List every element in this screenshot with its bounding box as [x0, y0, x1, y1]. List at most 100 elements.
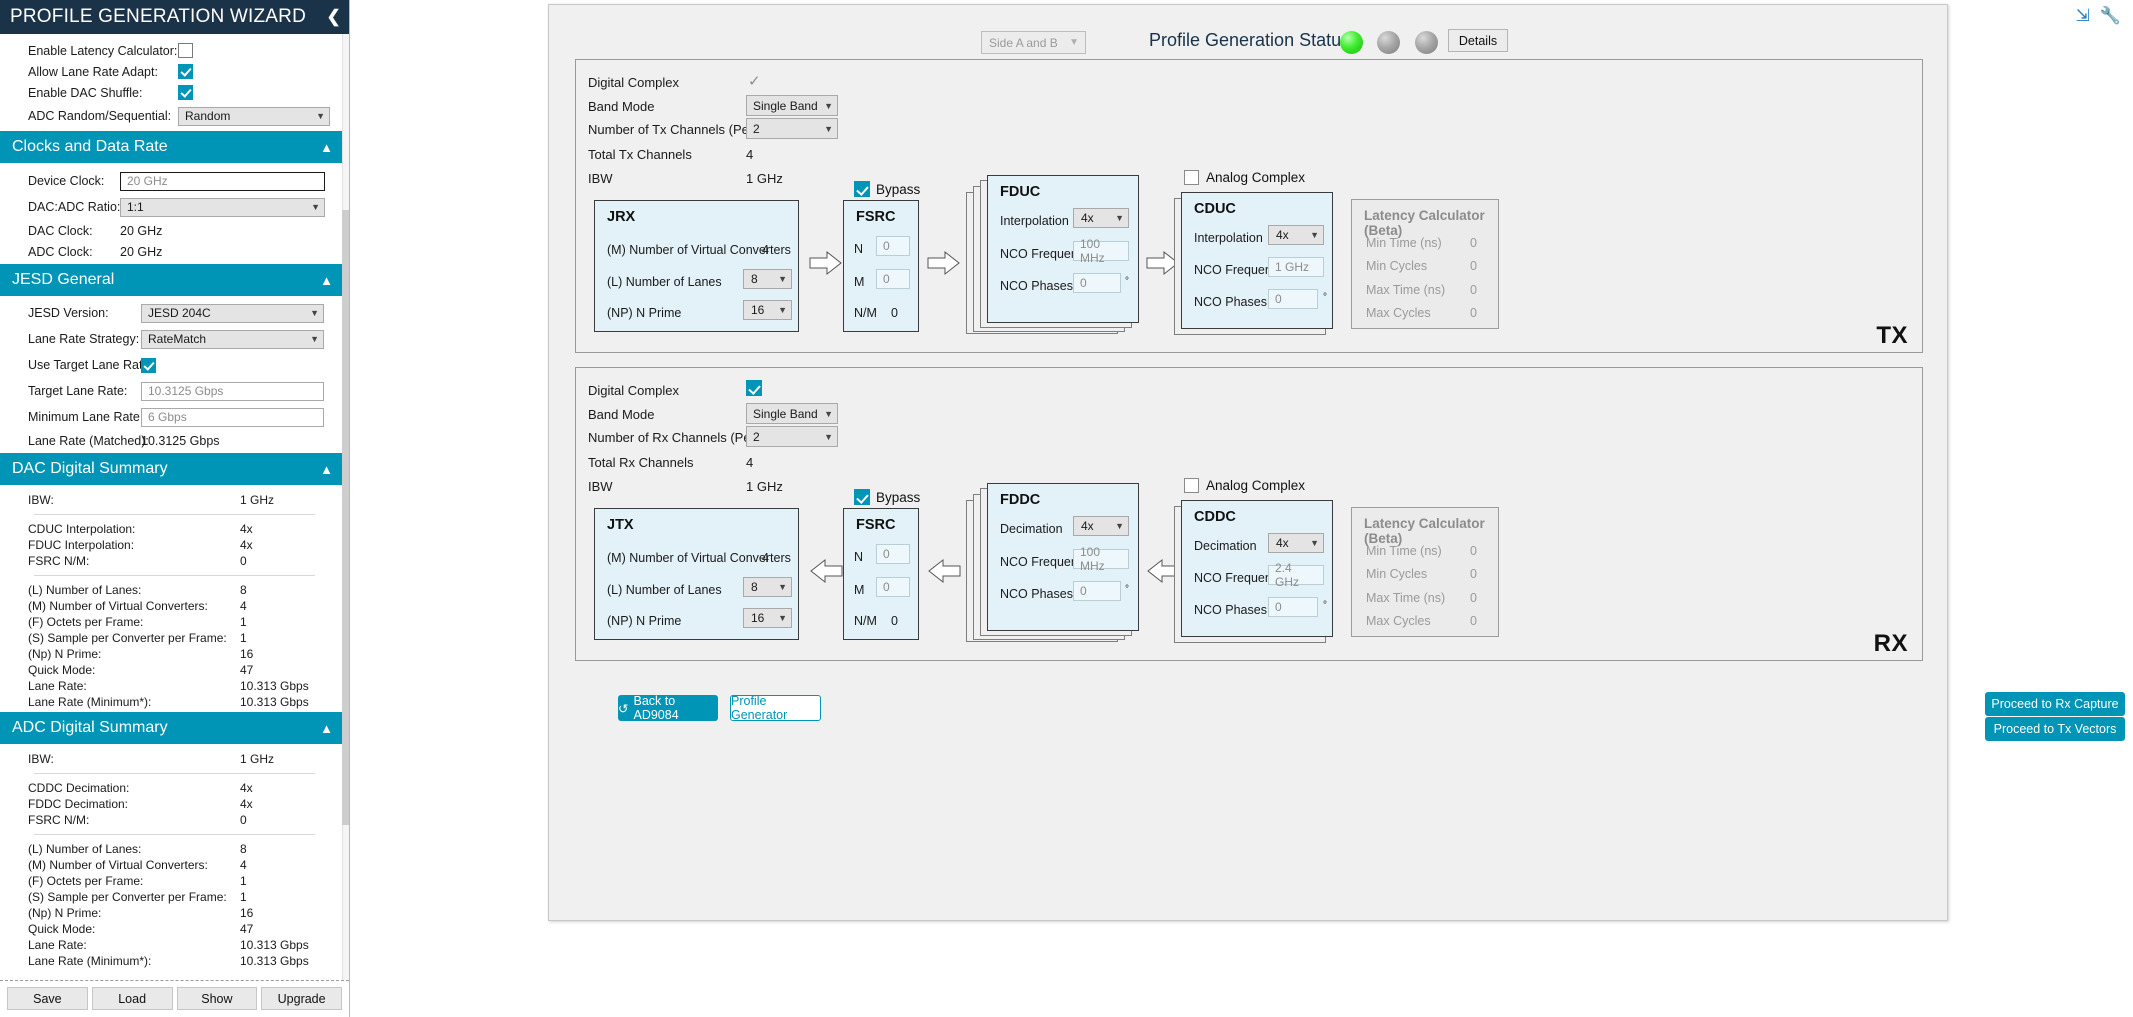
rx-analog-complex-toggle[interactable]: Analog Complex [1184, 478, 1305, 493]
rx-analog-complex-checkbox[interactable] [1184, 478, 1199, 493]
rx-digital-complex-label: Digital Complex [588, 383, 680, 398]
cduc-interpolation-select[interactable]: 4x ▼ [1268, 225, 1324, 245]
rx-digital-complex-checkbox[interactable] [746, 380, 762, 396]
enable-dac-shuffle-checkbox[interactable] [178, 85, 193, 100]
rx-analog-complex-label: Analog Complex [1206, 478, 1306, 493]
fddc-nco-freq-input[interactable]: 100 MHz [1073, 545, 1129, 573]
option-enable-dac-shuffle[interactable]: Enable DAC Shuffle: [0, 82, 349, 103]
row-label: Max Time (ns) [1366, 283, 1446, 297]
chevron-down-icon: ▼ [824, 123, 833, 134]
load-button[interactable]: Load [91, 987, 173, 1010]
scrollbar-thumb[interactable] [342, 210, 349, 825]
save-button[interactable]: Save [7, 987, 88, 1010]
option-allow-lane-rate-adapt[interactable]: Allow Lane Rate Adapt: [0, 61, 349, 82]
use-target-lane-rate-checkbox[interactable] [141, 357, 156, 373]
proceed-to-tx-vectors-button[interactable]: Proceed to Tx Vectors [1985, 717, 2125, 741]
lane-rate-strategy-label: Lane Rate Strategy: [28, 332, 140, 346]
jtx-l-select[interactable]: 8 ▼ [743, 577, 792, 597]
fduc-interpolation-select[interactable]: 4x ▼ [1073, 208, 1129, 228]
tx-num-channels-select[interactable]: 2 ▼ [746, 118, 838, 139]
row-value: 0 [1470, 259, 1477, 273]
tx-analog-complex-checkbox[interactable] [1184, 170, 1199, 185]
tx-bypass-checkbox[interactable] [854, 181, 870, 197]
field-dac-clock: DAC Clock: 20 GHz [0, 220, 349, 241]
section-title: Clocks and Data Rate [12, 138, 168, 155]
jtx-np-select[interactable]: 16 ▼ [743, 608, 792, 628]
status-led-tertiary [1415, 31, 1438, 54]
field-dac-adc-ratio[interactable]: DAC:ADC Ratio: 1:1 ▼ [0, 194, 349, 220]
option-enable-latency-calculator[interactable]: Enable Latency Calculator: [0, 40, 349, 61]
tx-bypass-toggle[interactable]: Bypass [854, 181, 920, 197]
cduc-nco-freq-input[interactable]: 1 GHz [1268, 257, 1324, 277]
rx-digital-complex-checkbox-wrap[interactable] [746, 380, 762, 401]
row-label: (M) Number of Virtual Converters: [28, 858, 208, 872]
section-jesd-general[interactable]: JESD General ▲ [0, 264, 349, 296]
section-clocks-and-data-rate[interactable]: Clocks and Data Rate ▲ [0, 131, 349, 163]
jtx-np-value: 16 [751, 611, 765, 625]
rx-fsrc-m-input[interactable]: 0 [876, 577, 910, 597]
row-value: 47 [240, 663, 254, 677]
divider [34, 834, 315, 835]
device-clock-input[interactable]: 20 GHz [120, 171, 325, 191]
tx-analog-complex-toggle[interactable]: Analog Complex [1184, 170, 1305, 185]
list-item: (Np) N Prime: 16 [0, 646, 349, 662]
cduc-nco-phase-input[interactable]: 0 [1268, 289, 1318, 309]
cddc-decimation-select[interactable]: 4x ▼ [1268, 533, 1324, 553]
section-dac-digital-summary[interactable]: DAC Digital Summary ▲ [0, 453, 349, 485]
fddc-nco-phase-input[interactable]: 0 [1073, 581, 1121, 601]
flow-arrow-right-icon [1146, 250, 1179, 276]
allow-lane-rate-adapt-checkbox[interactable] [178, 64, 193, 79]
corner-icon-group: ⇲ 🔧 [2076, 6, 2121, 26]
collapse-arrows-icon[interactable]: ⇲ [2075, 6, 2090, 25]
cddc-nco-phase-input[interactable]: 0 [1268, 597, 1318, 617]
row-label: (S) Sample per Converter per Frame: [28, 631, 227, 645]
field-minimum-lane-rate[interactable]: Minimum Lane Rate: 6 Gbps [0, 404, 349, 430]
back-button[interactable]: ↺ Back to AD9084 [618, 694, 718, 722]
jtx-l-value: 8 [751, 580, 758, 594]
rx-bypass-label: Bypass [876, 489, 921, 505]
rx-fsrc-n-input[interactable]: 0 [876, 544, 910, 564]
jrx-l-select[interactable]: 8 ▼ [743, 269, 792, 289]
tx-band-mode-select[interactable]: Single Band ▼ [746, 95, 838, 116]
dac-summary-body: IBW: 1 GHz CDUC Interpolation: 4x FDUC I… [0, 485, 349, 710]
minimum-lane-rate-input[interactable]: 6 Gbps [141, 407, 324, 427]
show-button[interactable]: Show [176, 987, 258, 1010]
jrx-np-select[interactable]: 16 ▼ [743, 300, 792, 320]
fddc-nco-freq-label: NCO Frequency [1000, 555, 1091, 569]
side-select[interactable]: Side A and B ▼ [981, 31, 1086, 54]
section-adc-digital-summary[interactable]: ADC Digital Summary ▲ [0, 712, 349, 744]
rx-band-mode-select[interactable]: Single Band ▼ [746, 403, 838, 424]
details-button[interactable]: Details [1448, 29, 1508, 52]
tx-fsrc-n-input[interactable]: 0 [876, 236, 910, 256]
tx-fsrc-m-input[interactable]: 0 [876, 269, 910, 289]
target-lane-rate-input[interactable]: 10.3125 Gbps [141, 381, 324, 401]
option-adc-random-sequential[interactable]: ADC Random/Sequential: Random ▼ [0, 103, 349, 129]
rx-bypass-toggle[interactable]: Bypass [854, 489, 920, 505]
field-target-lane-rate[interactable]: Target Lane Rate: 10.3125 Gbps [0, 378, 349, 404]
jesd-version-select[interactable]: JESD 204C ▼ [141, 303, 324, 323]
profile-generator-tab[interactable]: Profile Generator [730, 694, 821, 722]
adc-random-select[interactable]: Random ▼ [178, 106, 330, 126]
proceed-to-rx-capture-button[interactable]: Proceed to Rx Capture [1985, 692, 2125, 716]
fddc-decimation-select[interactable]: 4x ▼ [1073, 516, 1129, 536]
fduc-nco-freq-input[interactable]: 100 MHz [1073, 237, 1129, 265]
rx-bypass-checkbox[interactable] [854, 489, 870, 505]
upgrade-button[interactable]: Upgrade [261, 987, 342, 1010]
field-jesd-version[interactable]: JESD Version: JESD 204C ▼ [0, 300, 349, 326]
lane-rate-strategy-select[interactable]: RateMatch ▼ [141, 329, 324, 349]
chevron-left-icon[interactable]: ❮ [326, 7, 341, 26]
wrench-icon[interactable]: 🔧 [2099, 6, 2121, 25]
field-device-clock[interactable]: Device Clock: 20 GHz [0, 168, 349, 194]
cddc-nco-freq-input[interactable]: 2.4 GHz [1268, 561, 1324, 589]
rx-num-channels-select[interactable]: 2 ▼ [746, 426, 838, 447]
field-lane-rate-strategy[interactable]: Lane Rate Strategy: RateMatch ▼ [0, 326, 349, 352]
field-lane-rate-matched: Lane Rate (Matched): 10.3125 Gbps [0, 430, 349, 451]
tx-fsrc-n-label: N [854, 242, 864, 256]
cddc-title: CDDC [1194, 509, 1236, 525]
fduc-nco-phase-input[interactable]: 0 [1073, 273, 1121, 293]
sidebar-scrollbar[interactable] [342, 34, 349, 980]
dac-adc-ratio-select[interactable]: 1:1 ▼ [120, 197, 325, 217]
cduc-block: CDUC Interpolation 4x ▼ NCO Frequency 1 … [1181, 192, 1333, 329]
enable-latency-calculator-checkbox[interactable] [178, 43, 193, 58]
field-use-target-lane-rate[interactable]: Use Target Lane Rate: [0, 352, 349, 378]
